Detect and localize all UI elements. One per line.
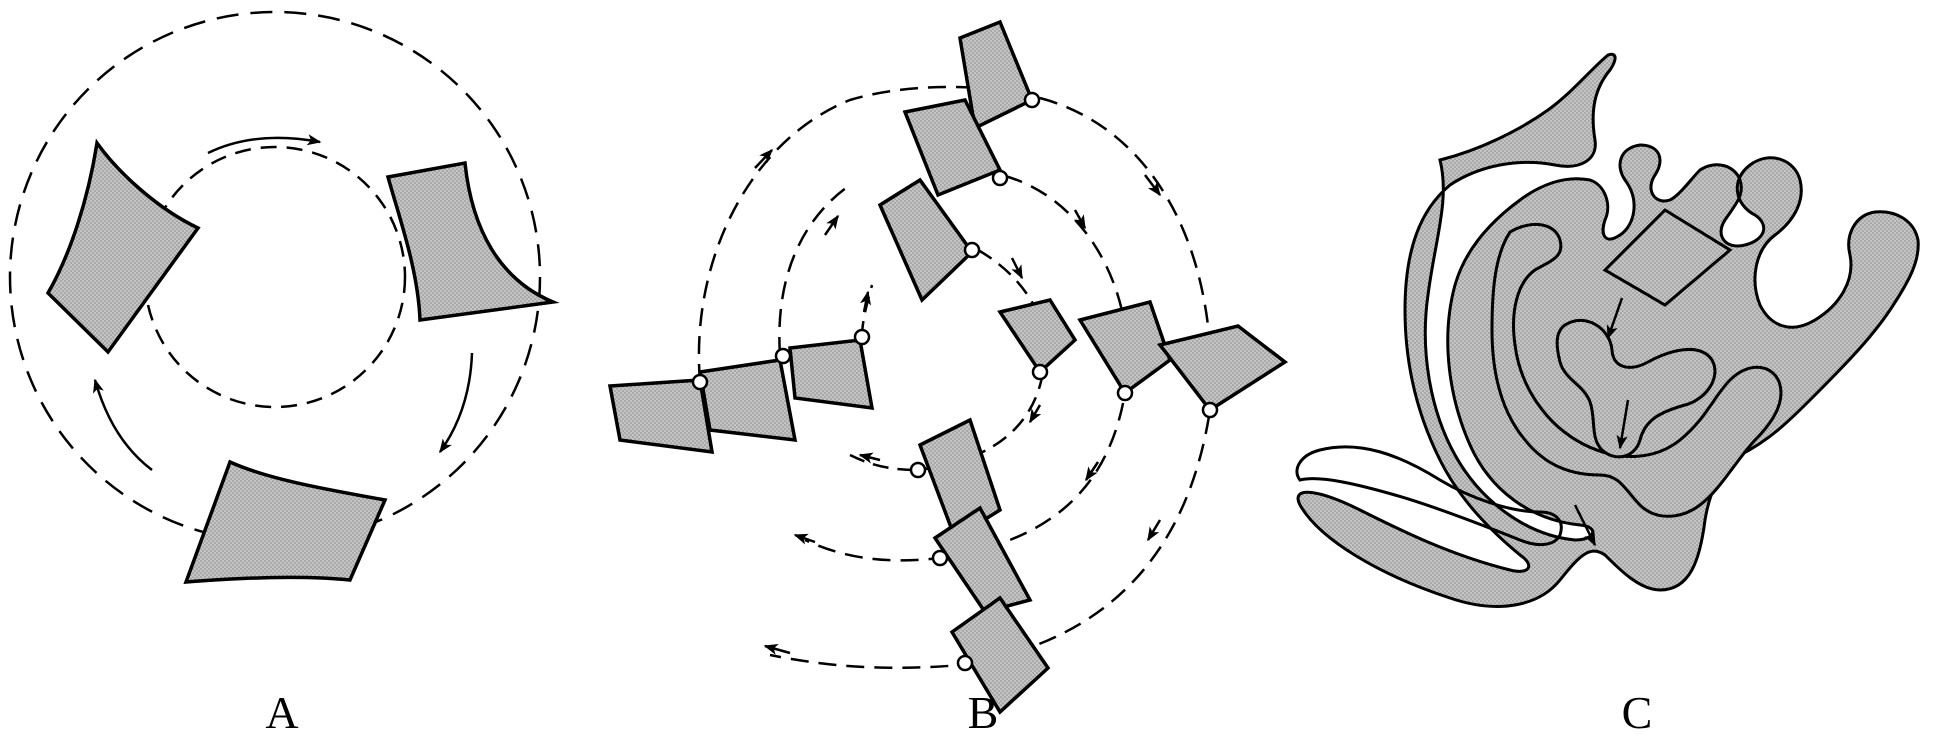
panel-b-arrow-4 [1144, 174, 1161, 197]
panel-c-outer-fold [1296, 52, 1920, 608]
panel-b-orbit-outer [769, 96, 1213, 670]
panel-b-pivot-5 [1116, 384, 1134, 402]
panel-c-label: C [1621, 687, 1653, 738]
panel-c [1295, 52, 1920, 608]
panel-b-fragment-6 [1156, 324, 1289, 413]
panel-b-arrow-5 [1073, 209, 1087, 230]
panel-c-inner-fold [1295, 445, 1563, 547]
panel-b-pivot-4 [1031, 363, 1049, 381]
panel-b-arrow-1 [754, 148, 773, 169]
panel-b-label: B [967, 687, 999, 738]
panel-a-inner-orbit [143, 145, 407, 409]
panel-b-arrow-10 [793, 533, 816, 545]
panel-b-orbit-middle [804, 174, 1129, 562]
panel-b-fragment-8 [697, 358, 798, 443]
panel-a-flow-arrow-left [93, 378, 153, 471]
panel-b-arrow-12 [763, 644, 791, 655]
panel-b-pivot-6 [1201, 401, 1219, 419]
panel-a [8, 10, 560, 584]
panel-b-fragment-11 [932, 505, 1033, 615]
panel-c-inner-band [1490, 222, 1783, 518]
panel-b-arrow-9 [1028, 404, 1042, 424]
panel-a-fragment-bottom [183, 459, 388, 584]
panel-c-fragment [1602, 208, 1733, 307]
panel-b-arrow-11 [858, 452, 881, 464]
panel-b-arrow-2 [823, 214, 840, 236]
panel-a-fragment-right [385, 160, 560, 322]
panel-b-pivot-11 [931, 549, 949, 567]
panel-c-arrow-1 [1606, 297, 1624, 340]
panel-b-arrow-8 [1084, 461, 1100, 482]
panel-b-fragment-9 [788, 338, 875, 411]
panel-a-label: A [265, 687, 299, 738]
panel-b-pivot-9 [853, 328, 871, 346]
panel-b-fragment-4 [997, 298, 1078, 375]
panel-b-fragment-5 [1077, 299, 1173, 396]
panel-b-arrow-7 [1146, 519, 1162, 542]
panel-b-pivot-1 [1023, 91, 1041, 109]
panel-a-fragment-left [45, 138, 201, 355]
panel-a-flow-arrow-top [207, 134, 322, 155]
panel-b-pivot-2 [991, 169, 1009, 187]
panel-b-pivot-7 [691, 373, 709, 391]
panel-b-fragment-12 [949, 595, 1051, 715]
panel-b [607, 19, 1289, 715]
panel-b-orbit-middle-left [778, 183, 851, 356]
panel-b-fragment-3 [877, 177, 975, 303]
panel-b-orbit-outer-left [697, 85, 1001, 383]
panel-b-pivot-10 [909, 461, 927, 479]
panel-b-arrow-3 [860, 290, 872, 313]
panel-b-fragment-7 [607, 378, 715, 455]
panel-c-central-blob [1555, 318, 1717, 459]
panel-b-orbit-inner [849, 248, 1048, 472]
panel-c-arrow-3 [1573, 504, 1597, 547]
panel-b-pivot-12 [956, 654, 974, 672]
panel-b-pivot-3 [963, 241, 981, 259]
panel-b-pivot-8 [774, 347, 792, 365]
panel-b-arrow-6 [1010, 257, 1024, 280]
panel-a-flow-arrow-right [438, 352, 474, 454]
panel-c-arrow-2 [1616, 399, 1630, 450]
